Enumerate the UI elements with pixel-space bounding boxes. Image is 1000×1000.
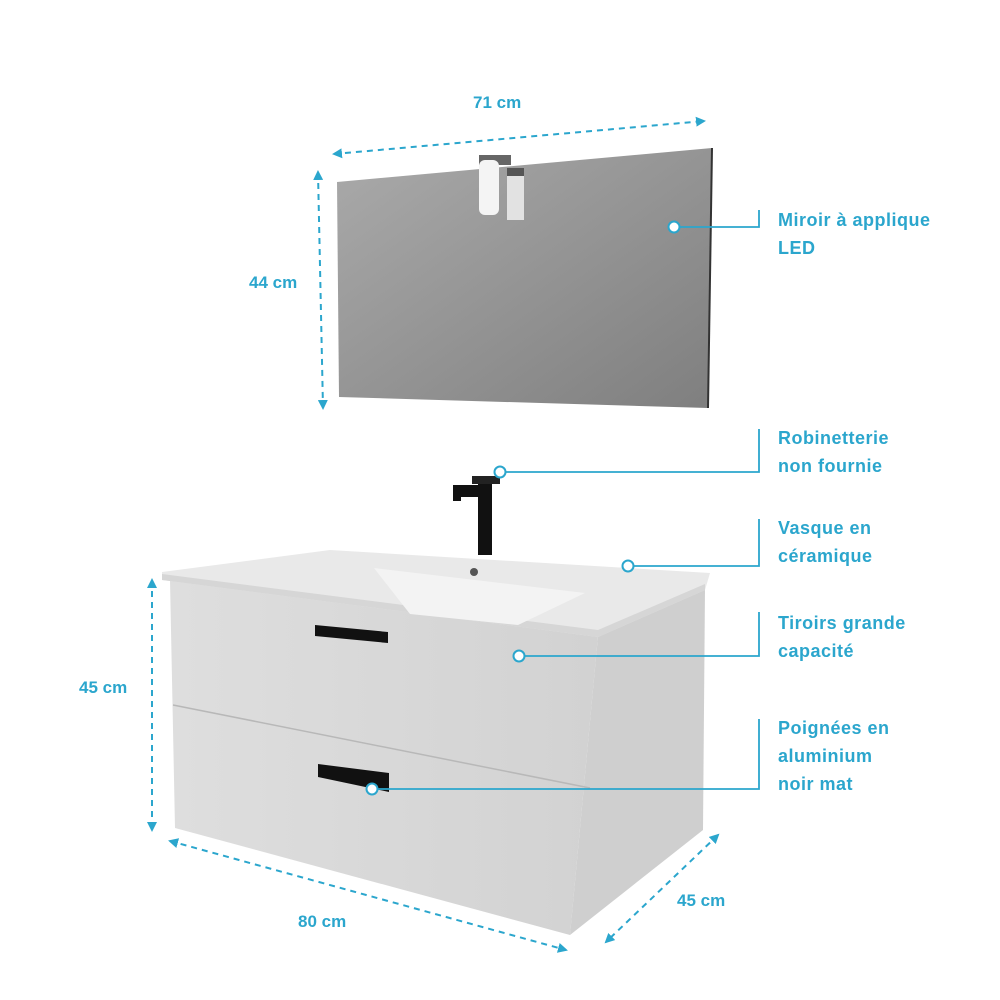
- callout-mirror-line1: Miroir à applique: [778, 210, 931, 230]
- dimension-arrows: [147, 116, 720, 953]
- faucet: [453, 476, 500, 555]
- cabinet-depth-label: 45 cm: [677, 891, 726, 910]
- callout-mirror: Miroir à applique LED: [778, 206, 931, 262]
- callout-dots: [365, 220, 681, 796]
- callout-faucet-line1: Robinetterie: [778, 428, 890, 448]
- ceramic-basin: [162, 550, 710, 637]
- callout-handles-line2: aluminium: [778, 746, 873, 766]
- callout-drawers-line2: capacité: [778, 641, 855, 661]
- callout-drawers-line1: Tiroirs grande: [778, 613, 906, 633]
- callout-handles-line3: noir mat: [778, 774, 854, 794]
- cabinet-width-label: 80 cm: [298, 912, 347, 931]
- mirror: [337, 147, 713, 409]
- vanity-cabinet: [170, 580, 705, 935]
- callout-leaders: [372, 210, 760, 790]
- callout-handles: Poignées en aluminium noir mat: [778, 714, 890, 798]
- mirror-width-label: 71 cm: [473, 93, 522, 112]
- mirror-height-label: 44 cm: [249, 273, 298, 292]
- cabinet-height-label: 45 cm: [79, 678, 128, 697]
- callout-faucet-line2: non fournie: [778, 456, 883, 476]
- callout-drawers: Tiroirs grande capacité: [778, 609, 906, 665]
- callout-basin-line1: Vasque en: [778, 518, 872, 538]
- callout-basin-line2: céramique: [778, 546, 873, 566]
- callout-basin: Vasque en céramique: [778, 514, 873, 570]
- callout-mirror-line2: LED: [778, 238, 816, 258]
- callout-faucet: Robinetterie non fournie: [778, 424, 889, 480]
- callout-handles-line1: Poignées en: [778, 718, 890, 738]
- led-lamp: [479, 155, 524, 220]
